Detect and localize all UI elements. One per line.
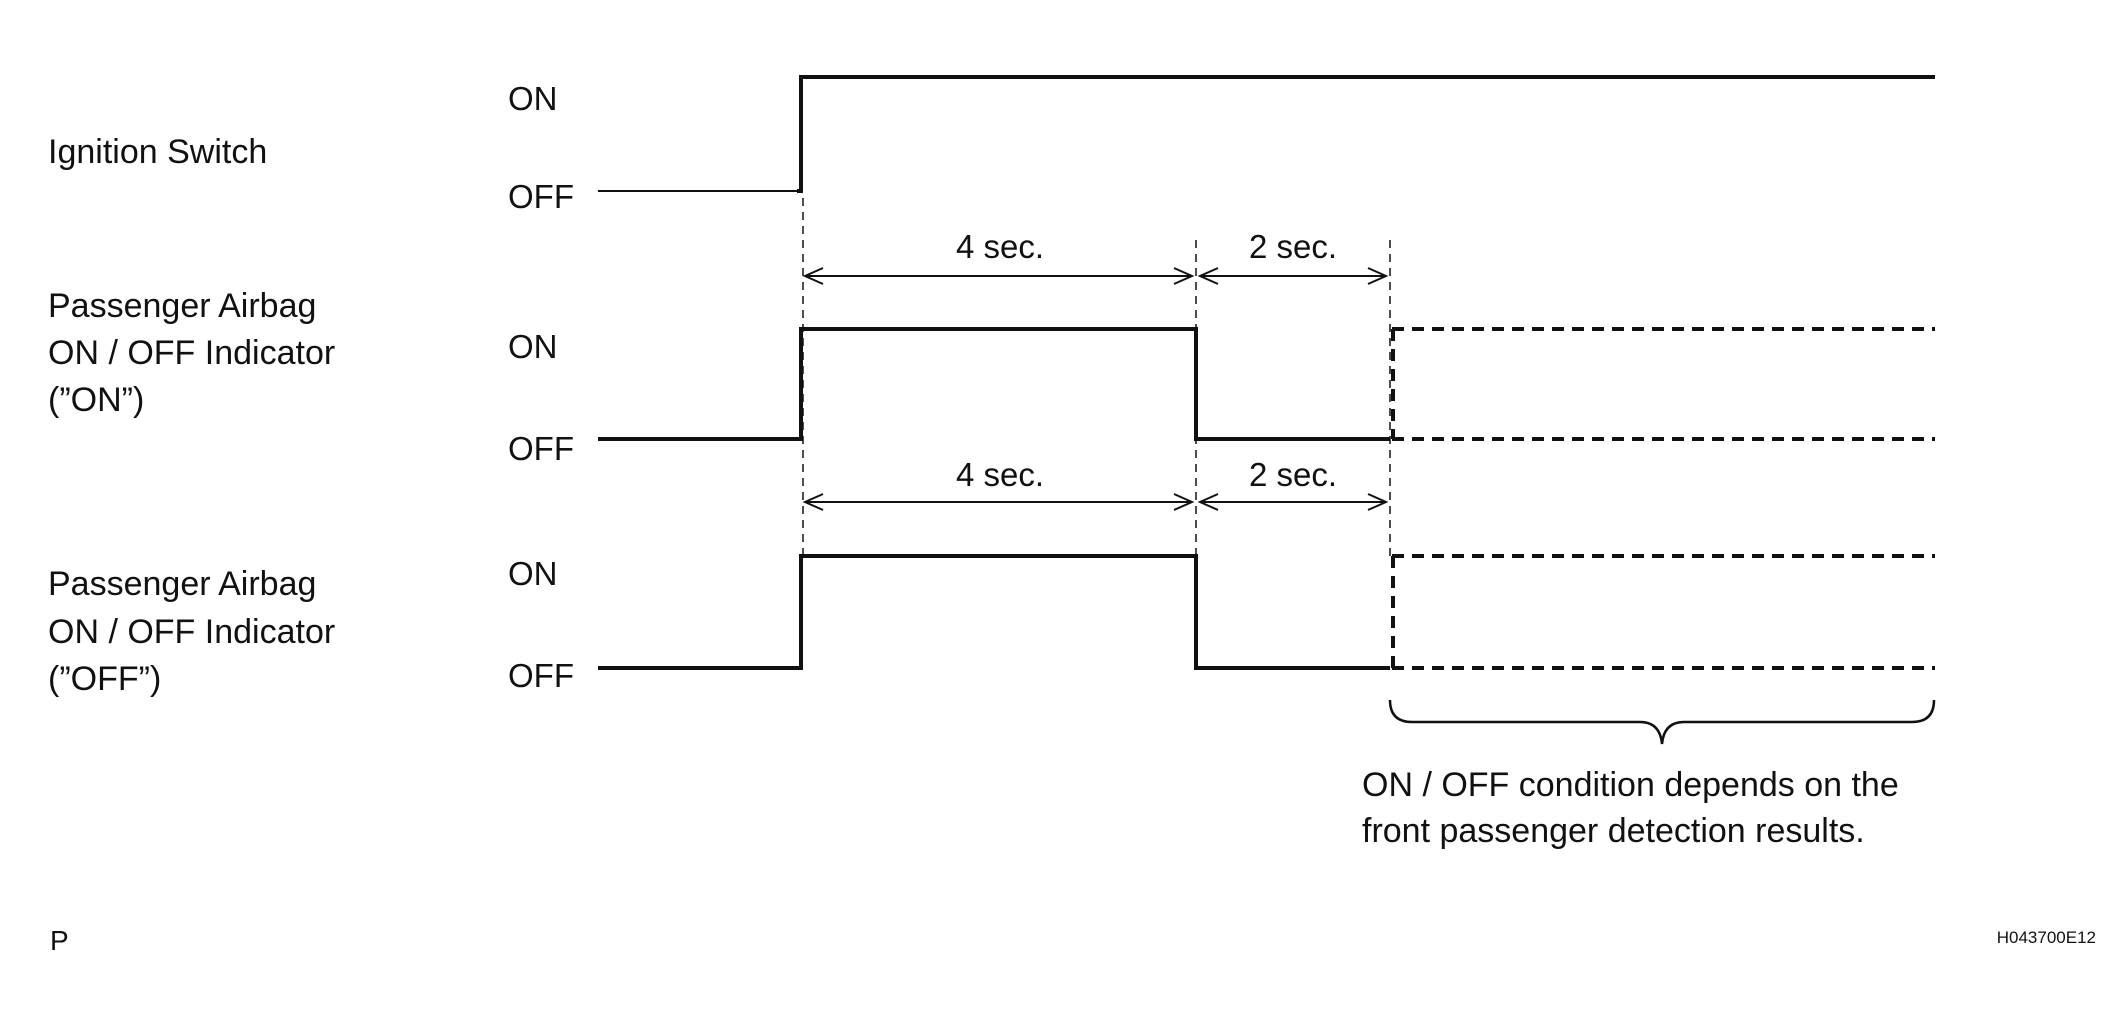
interval-label-2-sec: 2 sec. bbox=[1249, 228, 1337, 265]
indicator-off-waveform bbox=[598, 554, 1390, 670]
corner-mark: P bbox=[50, 925, 69, 956]
signal-label-indicator-on: Passenger Airbag ON / OFF Indicator (”ON… bbox=[48, 287, 335, 419]
signal-label-line: Passenger Airbag bbox=[48, 287, 316, 325]
indicator-on-waveform bbox=[598, 327, 1390, 441]
signal-label-line: (”ON”) bbox=[48, 381, 144, 419]
signal-label-line: ON / OFF Indicator bbox=[48, 613, 335, 651]
condition-note-line-1: ON / OFF condition depends on the bbox=[1362, 766, 1899, 804]
arrowhead bbox=[1197, 493, 1219, 511]
signal-label-ignition-switch: Ignition Switch bbox=[48, 133, 267, 171]
condition-note-line-2: front passenger detection results. bbox=[1362, 812, 1865, 850]
arrowhead bbox=[1367, 267, 1389, 285]
level-label-on: ON bbox=[508, 328, 558, 365]
interval-label-4-sec: 4 sec. bbox=[956, 228, 1044, 265]
undetermined-region-brace bbox=[1388, 699, 1936, 745]
interval-dimension-row-2: 4 sec. 2 sec. bbox=[802, 456, 1389, 511]
level-label-on: ON bbox=[508, 555, 558, 592]
level-label-off: OFF bbox=[508, 430, 574, 467]
figure-code: H043700E12 bbox=[1997, 928, 2096, 947]
arrowhead bbox=[1173, 493, 1195, 511]
level-label-on: ON bbox=[508, 80, 558, 117]
interval-dimension-row-1: 4 sec. 2 sec. bbox=[802, 228, 1389, 285]
signal-label-line: Passenger Airbag bbox=[48, 565, 316, 603]
signal-label-line: (”OFF”) bbox=[48, 660, 161, 698]
arrowhead bbox=[1173, 267, 1195, 285]
arrowhead bbox=[1197, 267, 1219, 285]
arrowhead bbox=[802, 493, 824, 511]
interval-label-4-sec: 4 sec. bbox=[956, 456, 1044, 493]
signal-label-indicator-off: Passenger Airbag ON / OFF Indicator (”OF… bbox=[48, 565, 335, 698]
ignition-switch-waveform bbox=[797, 75, 1935, 193]
arrowhead bbox=[1367, 493, 1389, 511]
signal-label-line: ON / OFF Indicator bbox=[48, 334, 335, 372]
level-label-off: OFF bbox=[508, 657, 574, 694]
arrowhead bbox=[802, 267, 824, 285]
interval-label-2-sec: 2 sec. bbox=[1249, 456, 1337, 493]
level-label-off: OFF bbox=[508, 178, 574, 215]
